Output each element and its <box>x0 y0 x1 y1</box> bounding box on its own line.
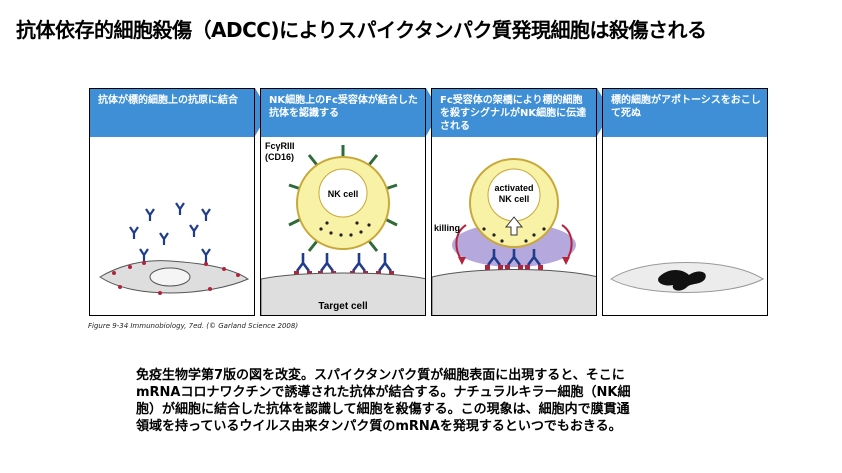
apoptotic-fragment <box>658 270 706 291</box>
panel-3-illustration: activated NK cell killing <box>432 158 596 315</box>
granules <box>319 221 371 237</box>
panel-1-header: 抗体が標的細胞上の抗原に結合 <box>90 89 254 137</box>
nk-cell-label: NK cell <box>328 189 359 199</box>
killing-label: killing <box>434 223 460 233</box>
panel-1-illustration <box>99 202 250 295</box>
panel-nk-recognition: NK細胞上のFc受容体が結合した抗体を認識する FcγRIII (CD16) N… <box>260 88 426 316</box>
panel-3-body: activated NK cell killing <box>432 137 596 315</box>
panel-1-body <box>90 137 254 315</box>
antigens <box>485 265 543 271</box>
signal-arrow-icon <box>504 216 524 236</box>
nk-cell-nucleus <box>318 168 368 218</box>
caption-line-1: 免疫生物学第7版の図を改変。スパイクタンパク質が細胞表面に出現すると、そこに <box>136 368 625 383</box>
activated-label-1: activated <box>494 183 533 193</box>
panel-antibody-binding: 抗体が標的細胞上の抗原に結合 <box>89 88 255 316</box>
target-cell-nucleus <box>149 267 191 287</box>
panel-4-header: 標的細胞がアポトーシスをおこして死ぬ <box>603 89 767 137</box>
page-title: 抗体依存的細胞殺傷（ADCC)によりスパイクタンパク質発現細胞は殺傷される <box>16 18 707 42</box>
receptor-label: FcγRIII <box>265 141 295 151</box>
panel-4-illustration <box>610 262 764 293</box>
caption-line-4: 領域を持っているウイルス由来タンパク質のmRNAを発現するといつでもおきる。 <box>136 419 622 434</box>
granules <box>482 227 546 243</box>
free-antibodies <box>129 202 211 245</box>
caption-line-2: mRNAコロナワクチンで誘導された抗体が結合する。ナチュラルキラー細胞（NK細 <box>136 385 631 400</box>
panel-2-illustration: FcγRIII (CD16) NK cell <box>261 141 425 315</box>
target-cell <box>432 269 596 315</box>
panel-apoptosis: 標的細胞がアポトーシスをおこして死ぬ <box>602 88 768 316</box>
figure-credit: Figure 9-34 Immunobiology, 7ed. (© Garla… <box>88 322 299 330</box>
panel-4-body <box>603 137 767 315</box>
target-cell-label: Target cell <box>318 301 367 312</box>
activated-label-2: NK cell <box>499 194 530 204</box>
bound-antibodies <box>295 253 393 272</box>
panel-3-header: Fc受容体の架橋により標的細胞を殺すシグナルがNK細胞に伝達される <box>432 89 596 137</box>
receptor-sub-label: (CD16) <box>265 152 294 162</box>
antigens <box>112 261 240 295</box>
panel-2-header: NK細胞上のFc受容体が結合した抗体を認識する <box>261 89 425 137</box>
caption-line-3: 胞）が細胞に結合した抗体を認識して細胞を殺傷する。この現象は、細胞内で膜貫通 <box>136 402 630 417</box>
bound-antibodies <box>486 249 542 266</box>
panel-2-body: FcγRIII (CD16) NK cell <box>261 137 425 315</box>
target-cell <box>261 272 425 315</box>
caption: 免疫生物学第7版の図を改変。スパイクタンパク質が細胞表面に出現すると、そこに m… <box>136 367 756 435</box>
panel-signal-transmission: Fc受容体の架橋により標的細胞を殺すシグナルがNK細胞に伝達される activa… <box>431 88 597 316</box>
nk-cell-spikes <box>288 145 398 252</box>
